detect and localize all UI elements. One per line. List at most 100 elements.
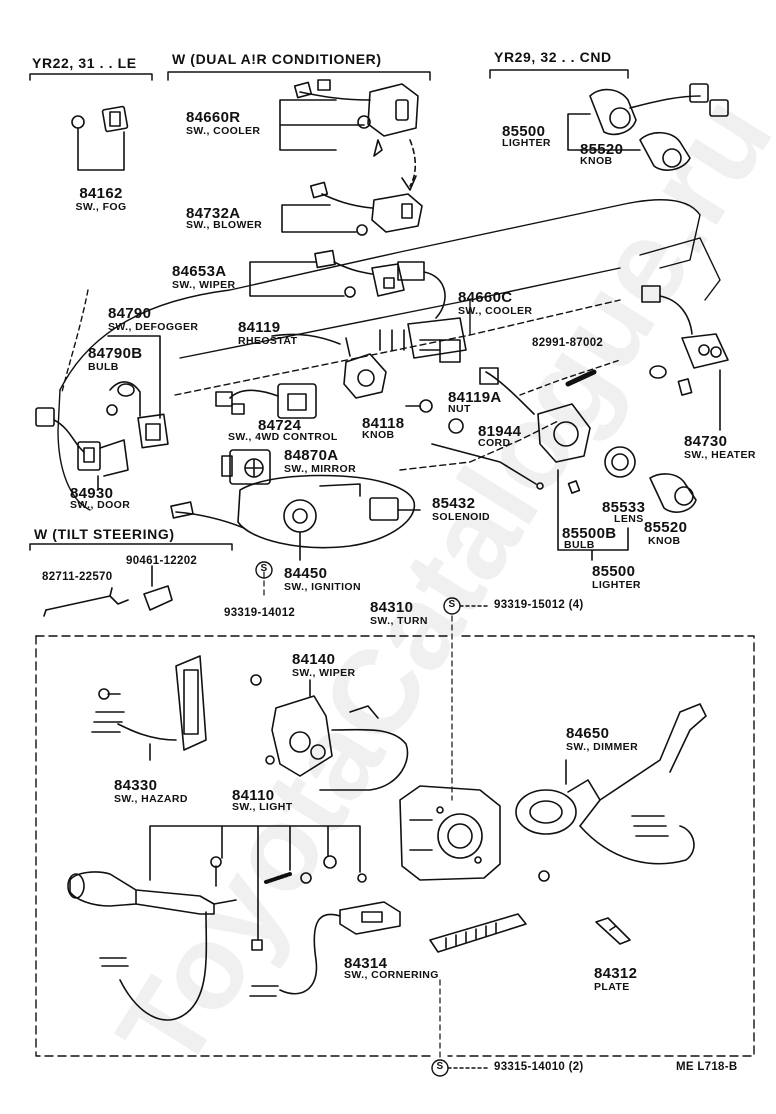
nut-knob-cord-drawing [405, 399, 544, 490]
part-85520-top-desc: KNOB [580, 155, 613, 167]
part-84140-number[interactable]: 84140 [292, 651, 336, 668]
rheostat-drawing [271, 329, 405, 399]
part-84450-desc: SW., IGNITION [284, 581, 361, 593]
part-84110-number[interactable]: 84110 [232, 787, 275, 804]
part-85500-top-desc: LIGHTER [502, 137, 551, 149]
part-84314-number[interactable]: 84314 [344, 955, 388, 972]
mirror-switch-drawing [221, 449, 271, 485]
part-84162-desc: SW., FOG [75, 201, 127, 213]
part-84870A-number[interactable]: 84870A [284, 447, 339, 464]
part-84162-number[interactable]: 84162 [79, 185, 123, 202]
part-85432-desc: SOLENOID [432, 511, 491, 523]
4wd-switch-drawing [215, 383, 317, 419]
part-82711-22570-number[interactable]: 82711-22570 [42, 571, 113, 583]
solenoid-drawing [369, 497, 421, 521]
part-84730-number[interactable]: 84730 [684, 433, 728, 450]
part-85500-desc: LIGHTER [592, 579, 641, 591]
part-84650-number[interactable]: 84650 [566, 725, 610, 742]
part-85520-top-number[interactable]: 85520 [580, 141, 624, 158]
part-84730-desc: SW., HEATER [684, 449, 756, 461]
standard-part-circles [255, 561, 491, 1077]
standard-part-symbol: S [448, 599, 456, 610]
part-84790-number[interactable]: 84790 [108, 305, 152, 322]
part-84330-desc: SW., HAZARD [114, 793, 188, 805]
header-dual-ac: W (DUAL A!R CONDITIONER) [172, 51, 382, 67]
header-fog-variant: YR22, 31 . . LE [32, 55, 137, 71]
section-brackets [29, 69, 629, 551]
cooler-c-switch-drawing [397, 261, 467, 363]
dimmer-switch-drawing [515, 703, 707, 882]
part-84118-desc: KNOB [362, 429, 395, 441]
part-84653A-number[interactable]: 84653A [172, 263, 227, 280]
part-84118-number[interactable]: 84118 [362, 415, 405, 432]
part-85500-number[interactable]: 85500 [592, 563, 636, 580]
part-85500B-number[interactable]: 85500B [562, 525, 617, 542]
part-84870A-desc: SW., MIRROR [284, 463, 357, 475]
header-tilt-steering: W (TILT STEERING) [34, 526, 175, 542]
turn-switch-drawing [399, 785, 501, 881]
part-84312-number[interactable]: 84312 [594, 965, 638, 982]
defogger-switch-drawing [106, 335, 169, 449]
part-84312-desc: PLATE [594, 981, 630, 993]
part-84930-desc: SW., DOOR [70, 499, 131, 511]
part-85533-desc: LENS [614, 513, 644, 525]
combination-switch-box [35, 635, 755, 1057]
part-90461-12202-number[interactable]: 90461-12202 [126, 555, 198, 567]
part-84660C-number[interactable]: 84660C [458, 289, 513, 306]
part-84660C-desc: SW., COOLER [458, 305, 533, 317]
door-switch-drawing [35, 407, 129, 491]
part-84450-number[interactable]: 84450 [284, 565, 328, 582]
cooler-switch-drawing [279, 79, 419, 191]
dash-wiper-switch-drawing [249, 249, 405, 298]
part-84650-desc: SW., DIMMER [566, 741, 639, 753]
lighter-assy-drawing [479, 367, 697, 561]
hazard-switch-drawing [91, 655, 207, 761]
part-85533-number[interactable]: 85533 [602, 499, 646, 516]
part-84724-number[interactable]: 84724 [258, 417, 302, 434]
ignition-switch-drawing [170, 474, 416, 561]
part-84119A-number[interactable]: 84119A [448, 389, 502, 406]
light-switch-drawing [67, 825, 367, 1021]
lighter-cnd-drawing [567, 83, 729, 171]
part-85500-top-number[interactable]: 85500 [502, 123, 546, 140]
fog-switch-drawing [71, 105, 129, 171]
part-93319-14012-number[interactable]: 93319-14012 [224, 607, 296, 619]
part-84660R-number[interactable]: 84660R [186, 109, 241, 126]
part-85520-desc: KNOB [648, 535, 681, 547]
part-84724-desc: SW., 4WD CONTROL [228, 431, 338, 443]
part-84310-number[interactable]: 84310 [370, 599, 414, 616]
part-93319-15012-number[interactable]: 93319-15012 (4) [494, 599, 584, 611]
part-84732A-number[interactable]: 84732A [186, 205, 241, 222]
part-84119-number[interactable]: 84119 [238, 319, 281, 336]
standard-part-leaders [263, 571, 453, 1059]
part-85520-number[interactable]: 85520 [644, 519, 688, 536]
part-84732A-desc: SW., BLOWER [186, 219, 263, 231]
part-93315-14010-number[interactable]: 93315-14010 (2) [494, 1061, 584, 1073]
tilt-steering-parts-drawing [43, 565, 173, 617]
diagram-code: ME L718-B [676, 1061, 738, 1073]
part-81944-number[interactable]: 81944 [478, 423, 522, 440]
part-84790B-number[interactable]: 84790B [88, 345, 143, 362]
dashboard-panel [57, 199, 721, 511]
part-84790B-desc: BULB [88, 361, 119, 373]
part-84310-desc: SW., TURN [370, 615, 428, 627]
part-84790-desc: SW., DEFOGGER [108, 321, 199, 333]
part-84930-number[interactable]: 84930 [70, 485, 114, 502]
part-84330-number[interactable]: 84330 [114, 777, 158, 794]
part-85500B-desc: BULB [564, 539, 595, 551]
part-81944-desc: CORD [478, 437, 511, 449]
header-lighter-variant: YR29, 32 . . CND [494, 49, 612, 65]
standard-part-symbol: S [436, 1061, 444, 1072]
part-84110-desc: SW., LIGHT [232, 801, 293, 813]
part-85432-number[interactable]: 85432 [432, 495, 476, 512]
part-84140-desc: SW., WIPER [292, 667, 356, 679]
part-84653A-desc: SW., WIPER [172, 279, 236, 291]
plate-drawing [429, 913, 527, 953]
column-wiper-switch-drawing [250, 674, 409, 791]
part-82991-87002-number[interactable]: 82991-87002 [532, 337, 604, 349]
part-84314-desc: SW., CORNERING [344, 969, 439, 981]
part-84119A-desc: NUT [448, 403, 471, 415]
standard-part-symbol: S [260, 563, 268, 574]
